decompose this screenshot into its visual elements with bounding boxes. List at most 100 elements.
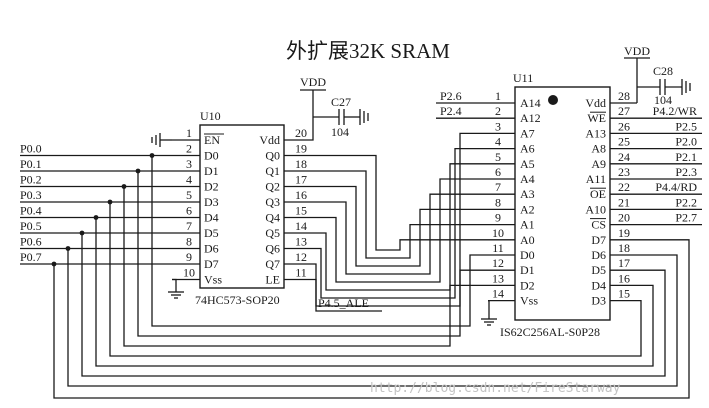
u11-pin-label: A11 (586, 172, 606, 186)
u11-body (514, 86, 611, 321)
u11-pin-label: CS (591, 218, 606, 232)
u11-pin-number: 25 (618, 135, 630, 149)
u11-pin-number: 1 (495, 89, 501, 103)
u10-cap-ref: C27 (331, 95, 351, 109)
u10-pin-label: Q2 (265, 180, 280, 194)
u11-pin-label: A2 (520, 202, 535, 216)
u10-pin-label: D7 (204, 257, 219, 271)
u10-pin-label: D1 (204, 164, 219, 178)
u10-part: 74HC573-SOP20 (195, 293, 280, 307)
data-bus-wire (53, 239, 690, 399)
u10-pin-number: 12 (295, 250, 307, 264)
ctrl-net-label: P4.2/WR (653, 104, 697, 118)
u11-pin-number: 5 (495, 150, 501, 164)
watermark: http://blog.csdn.net/FireStarway (370, 381, 621, 396)
ctrl-net-label: P4.4/RD (655, 180, 697, 194)
u11-part: IS62C256AL-S0P28 (500, 325, 600, 339)
u11-pin-label: D1 (520, 263, 535, 277)
u11-ref: U11 (513, 71, 533, 85)
u11-pin-label: A9 (591, 157, 606, 171)
u11-pin-number: 18 (618, 241, 630, 255)
u11-pin-label: A5 (520, 157, 535, 171)
u11-pin-number: 3 (495, 119, 501, 133)
ctrl-net-label: P2.1 (675, 150, 697, 164)
data-bus-wire (123, 186, 488, 347)
le-net-label: P4.5_ALE (318, 296, 369, 310)
u11-pin-label: A7 (520, 126, 535, 140)
u11-pin-number: 7 (495, 180, 501, 194)
addr-net-label: P2.6 (440, 89, 462, 103)
u10-pin-label: Q4 (265, 211, 280, 225)
u11-vss-ground-wire (488, 299, 490, 319)
u10-pin-number: 16 (295, 188, 307, 202)
u10-pin-number: 13 (295, 235, 307, 249)
u10-pin-label: Q6 (265, 242, 280, 256)
u10-pin-label: Q1 (265, 164, 280, 178)
u10-cap-value: 104 (331, 125, 349, 139)
ctrl-net-label: P2.7 (675, 211, 697, 225)
u11-pin-label: D6 (591, 248, 606, 262)
u11-pin-number: 10 (492, 226, 504, 240)
u10-pin-label: Q0 (265, 149, 280, 163)
u10-pin-label: D6 (204, 242, 219, 256)
ctrl-net-label: P2.0 (675, 135, 697, 149)
u10-pin-number: 2 (186, 142, 192, 156)
u10-pin-label: D2 (204, 180, 219, 194)
u10-ref: U10 (200, 109, 221, 123)
p0-net-label: P0.1 (20, 157, 42, 171)
u10-pin-label: D0 (204, 149, 219, 163)
u11-pin-label: A6 (520, 142, 535, 156)
u10-vdd-label: VDD (300, 75, 326, 89)
u11-pin-label: A12 (520, 111, 541, 125)
data-bus-wire (151, 155, 488, 327)
u10-pin-label: Vss (204, 273, 222, 287)
data-bus-wire (109, 202, 642, 357)
u11-pin-number: 15 (618, 287, 630, 301)
u11-pin-label: A14 (520, 96, 541, 110)
u11-pin-label: A10 (585, 202, 606, 216)
u11-cap-ref: C28 (653, 64, 673, 78)
u10-vdd-wire (312, 90, 314, 141)
u11-pin-label: A1 (520, 218, 535, 232)
u10-pin-number: 1 (186, 126, 192, 140)
u10-pin-label: Q3 (265, 195, 280, 209)
p0-net-label: P0.0 (20, 142, 42, 156)
u11-pin-label: A0 (520, 233, 535, 247)
u11-pin-label: Vdd (585, 96, 606, 110)
data-bus-wire (137, 171, 488, 337)
u10-pin-label: D4 (204, 211, 219, 225)
data-bus-wire (81, 233, 666, 377)
u11-pin-number: 20 (618, 211, 630, 225)
chip-bodies (199, 86, 611, 321)
u11-cap-value: 104 (654, 93, 672, 107)
u11-pin-number: 12 (492, 256, 504, 270)
u11-pin-number: 17 (618, 256, 630, 270)
data-bus-wire (95, 217, 654, 367)
u10-pin-number: 5 (186, 188, 192, 202)
u11-pin-number: 28 (618, 89, 630, 103)
u10-pin-number: 17 (295, 173, 307, 187)
u10-pin-label: LE (265, 273, 280, 287)
u11-pin-label: D7 (591, 233, 606, 247)
ctrl-net-label: P2.3 (675, 165, 697, 179)
wires (20, 57, 702, 399)
u10-pin-label: Vdd (259, 133, 280, 147)
u11-pin-number: 27 (618, 104, 630, 118)
u11-pin-label: D0 (520, 248, 535, 262)
u10-pin-label: D3 (204, 195, 219, 209)
u11-pin-number: 2 (495, 104, 501, 118)
u10-pin-number: 9 (186, 250, 192, 264)
address-bus-wire (312, 185, 488, 267)
u11-pin-number: 23 (618, 165, 630, 179)
addr-net-label: P2.4 (440, 104, 462, 118)
page-title: 外扩展32K SRAM (286, 39, 450, 63)
p0-net-label: P0.7 (20, 250, 42, 264)
u11-pin-label: D5 (591, 263, 606, 277)
u11-pin-number: 14 (492, 287, 504, 301)
u10-pin-number: 7 (186, 219, 192, 233)
address-bus-wire (312, 163, 488, 291)
p0-net-label: P0.2 (20, 173, 42, 187)
address-bus-wire (312, 154, 488, 251)
u11-pin-number: 13 (492, 271, 504, 285)
